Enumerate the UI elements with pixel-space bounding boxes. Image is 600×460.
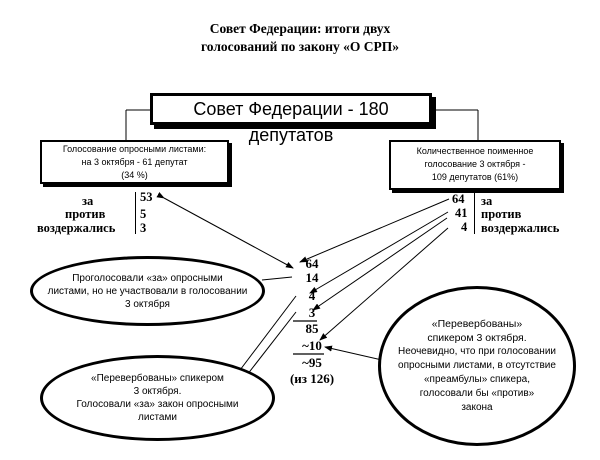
arrow-right-protiv-to-4 bbox=[309, 211, 449, 294]
arrow-right-vozd-to-10 bbox=[319, 227, 449, 341]
arrow-left-za-to-14 bbox=[156, 192, 294, 269]
ellipse-recruited-unclear: «Перевербованы» спикером 3 октября. Неоч… bbox=[378, 286, 576, 446]
title-line-1: Совет Федерации: итоги двух bbox=[209, 21, 391, 36]
connector-ellipse-right-to-10 bbox=[324, 345, 383, 361]
connector-ellipse-bottom-to-4 bbox=[233, 295, 297, 379]
left-vote-label-vozd: воздержались bbox=[37, 221, 116, 235]
right-votes-divider bbox=[474, 192, 475, 234]
ellipse-bottom-line-2: 3 октября. bbox=[133, 386, 182, 397]
right-vote-label-protiv: против bbox=[481, 207, 522, 221]
left-vote-value-za: 53 bbox=[140, 190, 153, 204]
ellipse-right-line-4: опросными листами, в отсутствие bbox=[398, 360, 556, 371]
main-box-text: Совет Федерации - 180 депутатов bbox=[193, 99, 389, 145]
ellipse-right-line-7: закона bbox=[461, 402, 493, 413]
ellipse-top-line-3: 3 октября bbox=[125, 298, 170, 310]
connector-ellipse-top-to-14 bbox=[261, 276, 293, 281]
left-votes-divider bbox=[135, 192, 136, 234]
center-number-of-126: (из 126) bbox=[289, 371, 335, 386]
right-vote-value-vozd: 4 bbox=[461, 220, 468, 234]
ellipse-top-line-2: листами, но не участвовали в голосовании bbox=[47, 285, 248, 297]
arrow-right-za-to-64 bbox=[299, 198, 450, 263]
ellipse-bottom-line-1: «Перевербованы» спикером bbox=[91, 373, 224, 384]
left-box-line-2: на 3 октября - 61 депутат bbox=[81, 157, 188, 167]
left-vote-value-protiv: 5 bbox=[140, 207, 147, 221]
ellipse-right-line-1: «Перевербованы» bbox=[431, 318, 523, 330]
right-vote-label-vozd: воздержались bbox=[481, 221, 560, 235]
center-number-85: 85 bbox=[305, 321, 319, 336]
diagram-title: Совет Федерации: итоги двух голосований … bbox=[0, 20, 600, 56]
ellipse-bottom-line-4: листами bbox=[138, 412, 177, 423]
right-box-line-3: 109 депутатов (61%) bbox=[431, 172, 519, 182]
right-box-line-1: Количественное поименное bbox=[416, 146, 534, 156]
ellipse-right-line-5: «преамбулы» спикера, bbox=[423, 374, 530, 385]
left-box-line-3: (34 %) bbox=[121, 170, 148, 180]
left-box-line-1: Голосование опросными листами: bbox=[62, 144, 207, 154]
center-number-4: 4 bbox=[308, 288, 316, 303]
ellipse-right-line-2: спикером 3 октября. bbox=[427, 332, 527, 344]
center-number-14: 14 bbox=[305, 270, 319, 285]
center-number-64: 64 bbox=[305, 256, 319, 271]
center-number-3: 3 bbox=[308, 305, 316, 320]
left-vote-label-protiv: против bbox=[65, 207, 106, 221]
ellipse-bottom-line-3: Голосовали «за» закон опросными bbox=[76, 399, 239, 410]
right-vote-value-protiv: 41 bbox=[455, 206, 468, 220]
left-box-survey-vote: Голосование опросными листами: на 3 октя… bbox=[40, 140, 229, 184]
title-line-2: голосований по закону «О СРП» bbox=[200, 39, 400, 54]
right-box-rollcall-vote: Количественное поименное голосование 3 о… bbox=[389, 140, 561, 190]
right-vote-label-za: за bbox=[481, 194, 493, 208]
ellipse-top-line-1: Проголосовали «за» опросными bbox=[72, 272, 223, 284]
left-vote-label-za: за bbox=[82, 194, 94, 208]
ellipse-right-line-3: Неочевидно, что при голосовании bbox=[397, 346, 557, 357]
center-number-10: ~10 bbox=[302, 338, 322, 353]
ellipse-recruited-voted-for: «Перевербованы» спикером 3 октября. Голо… bbox=[40, 355, 275, 441]
right-box-line-2: голосование 3 октября - bbox=[424, 159, 526, 169]
main-box-federation-council: Совет Федерации - 180 депутатов bbox=[150, 93, 432, 145]
ellipse-right-line-6: голосовали бы «против» bbox=[419, 388, 535, 399]
left-vote-value-vozd: 3 bbox=[140, 221, 147, 235]
arrow-right-protiv-to-3 bbox=[312, 217, 448, 311]
center-number-95: ~95 bbox=[302, 355, 322, 370]
ellipse-voted-for-not-participated: Проголосовали «за» опросными листами, но… bbox=[30, 256, 265, 326]
right-vote-value-za: 64 bbox=[452, 192, 465, 206]
